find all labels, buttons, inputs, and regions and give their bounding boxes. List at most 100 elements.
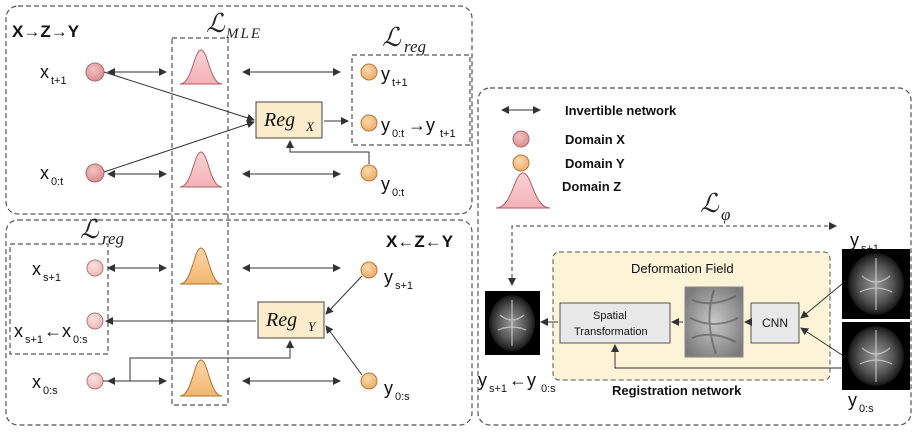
arrow-x0s-to-regy: [103, 340, 294, 382]
svg-text:0:s: 0:s: [541, 383, 556, 395]
arrow-y0s-to-st: [611, 344, 842, 369]
svg-text:x: x: [40, 163, 49, 183]
y-target-frame: [351, 54, 471, 146]
svg-text:0:t: 0:t: [392, 128, 404, 140]
bottom-panel-title: X←Z←Y: [386, 232, 454, 251]
svg-text:φ: φ: [721, 205, 730, 224]
legend-domain-y-icon: [512, 154, 530, 172]
brain-image-y0s: [842, 322, 910, 390]
reg-x-box: [255, 101, 323, 139]
arrow-ys1-to-cnn: [800, 283, 843, 319]
svg-text:0:t: 0:t: [51, 176, 63, 188]
svg-text:t+1: t+1: [392, 77, 408, 89]
arrow-x0t-to-regx: [103, 120, 255, 173]
svg-text:0:s: 0:s: [43, 385, 58, 397]
label-ys1: y s+1: [384, 267, 413, 292]
arrow-xt1-to-regx: [103, 71, 255, 122]
brain-image-ys1: [842, 249, 910, 319]
svg-text:y: y: [381, 64, 390, 84]
registration-network-label: Registration network: [612, 383, 742, 398]
spatial-transformation-line2: Transformation: [574, 326, 648, 338]
domain-y-node-y0s: [360, 372, 378, 390]
right-panel-frame: [477, 87, 912, 426]
svg-text:y: y: [478, 370, 487, 390]
domain-z-gaussian-top-1: [179, 49, 223, 85]
svg-text:ℒ: ℒ: [700, 189, 720, 218]
arrow-y0s-to-cnn: [800, 327, 843, 356]
svg-text:MLE: MLE: [225, 26, 262, 42]
svg-text:reg: reg: [102, 229, 124, 248]
cnn-label: CNN: [762, 316, 788, 330]
svg-text:s+1: s+1: [25, 334, 43, 346]
brain-image-output: [485, 291, 540, 355]
arrow-y0t-to-regx: [286, 140, 370, 164]
svg-text:X: X: [305, 119, 315, 134]
svg-text:ℒ: ℒ: [206, 9, 226, 38]
x-target-frame: [9, 243, 109, 355]
reg-x-label: Reg X: [263, 109, 315, 134]
arrow-ys1-to-regy: [325, 275, 363, 315]
legend-domain-z-icon: [495, 172, 551, 209]
top-panel-frame: [5, 5, 473, 215]
spatial-transformation-line1: Spatial: [593, 310, 627, 322]
svg-text:s+1: s+1: [489, 383, 507, 395]
svg-text:x: x: [14, 321, 23, 341]
svg-text:0:s: 0:s: [859, 403, 874, 415]
svg-text:Reg: Reg: [265, 309, 297, 331]
domain-z-gaussian-top-2: [179, 151, 223, 188]
svg-text:s+1: s+1: [395, 280, 413, 292]
label-xs1-from-x0s: x s+1 ←x 0:s: [14, 321, 88, 346]
svg-text:s+1: s+1: [861, 243, 879, 255]
domain-z-gaussian-bottom-2: [179, 359, 223, 397]
svg-text:0:s: 0:s: [73, 334, 88, 346]
legend-domain-z-label: Domain Z: [562, 179, 621, 194]
svg-text:0:s: 0:s: [395, 391, 410, 403]
label-y0t-to-yt1: y 0:t →y t+1: [381, 115, 456, 140]
domain-y-node-ys1: [360, 261, 378, 279]
svg-text:y: y: [384, 267, 393, 287]
domain-x-node-xt1: [85, 62, 105, 82]
top-panel-title: X→Z→Y: [12, 22, 80, 41]
label-y0t: y 0:t: [381, 174, 404, 199]
arrow-y0s-to-regy: [325, 325, 363, 376]
svg-text:t+1: t+1: [440, 128, 456, 140]
domain-x-node-xs1-x0s: [86, 312, 104, 330]
svg-text:ℒ: ℒ: [382, 23, 402, 52]
svg-text:0:t: 0:t: [392, 187, 404, 199]
domain-y-node-yt1: [360, 63, 378, 81]
domain-z-gaussian-bottom-1: [179, 247, 223, 285]
svg-text:y: y: [381, 174, 390, 194]
svg-text:x: x: [32, 372, 41, 392]
domain-x-node-x0s: [86, 372, 104, 390]
svg-text:Reg: Reg: [263, 109, 295, 131]
loss-phi-dashed-arrow: [508, 222, 837, 286]
loss-reg-bottom-label: ℒ reg: [80, 215, 124, 248]
deformation-field-label: Deformation Field: [631, 261, 734, 276]
domain-x-node-xs1: [86, 259, 104, 277]
svg-text:y: y: [848, 390, 857, 410]
domain-x-node-x0t: [85, 163, 105, 183]
legend-domain-x-icon: [512, 130, 530, 148]
svg-text:y: y: [384, 378, 393, 398]
label-reg-output: y s+1 ←y 0:s: [478, 370, 556, 395]
label-reg-y0s: y 0:s: [848, 390, 874, 415]
svg-text:x: x: [32, 259, 41, 279]
svg-text:→y: →y: [408, 115, 435, 135]
label-xt1: x t+1: [40, 62, 67, 87]
loss-mle-label: ℒ MLE: [206, 9, 262, 42]
svg-text:y: y: [381, 115, 390, 135]
svg-text:t+1: t+1: [51, 75, 67, 87]
svg-text:reg: reg: [404, 37, 426, 56]
loss-phi-label: ℒ φ: [700, 189, 730, 224]
domain-y-node-y0t: [360, 164, 378, 182]
svg-text:←y: ←y: [509, 370, 536, 390]
legend-domain-x-label: Domain X: [565, 132, 625, 147]
reg-y-box: [257, 301, 325, 339]
label-reg-ys1: y s+1: [850, 230, 879, 255]
label-y0s: y 0:s: [384, 378, 410, 403]
label-x0t: x 0:t: [40, 163, 63, 188]
domain-y-node-y0t-yt1: [360, 114, 378, 132]
label-yt1: y t+1: [381, 64, 408, 89]
legend-invertible-label: Invertible network: [565, 103, 677, 118]
